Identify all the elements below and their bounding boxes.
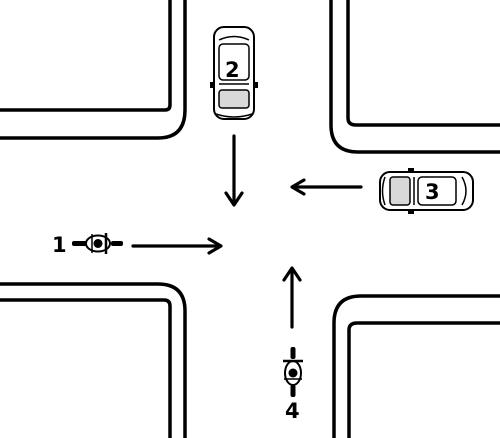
motorcycle-icon bbox=[283, 347, 303, 397]
vehicle-2-label: 2 bbox=[225, 58, 240, 82]
vehicle-3-car: 3 bbox=[379, 168, 474, 214]
vehicle-1-motorcycle: 1 bbox=[52, 233, 123, 257]
curb-bottom-right bbox=[332, 294, 500, 438]
arrow-vehicle-2-south bbox=[224, 134, 244, 207]
car-icon bbox=[379, 168, 474, 214]
vehicle-3-label: 3 bbox=[425, 180, 440, 204]
vehicle-4-label: 4 bbox=[285, 399, 300, 423]
motorcycle-icon bbox=[72, 233, 123, 254]
arrow-vehicle-4-north bbox=[282, 266, 302, 329]
arrow-vehicle-1-east bbox=[131, 237, 223, 255]
arrow-vehicle-3-west bbox=[290, 178, 363, 196]
car-icon bbox=[210, 26, 258, 120]
vehicle-2-car: 2 bbox=[210, 26, 258, 120]
curb-top-left bbox=[0, 0, 187, 140]
curb-top-right bbox=[329, 0, 500, 154]
vehicle-4-motorcycle: 4 bbox=[283, 347, 303, 423]
curb-bottom-left bbox=[0, 282, 187, 438]
vehicle-1-label: 1 bbox=[52, 233, 67, 257]
